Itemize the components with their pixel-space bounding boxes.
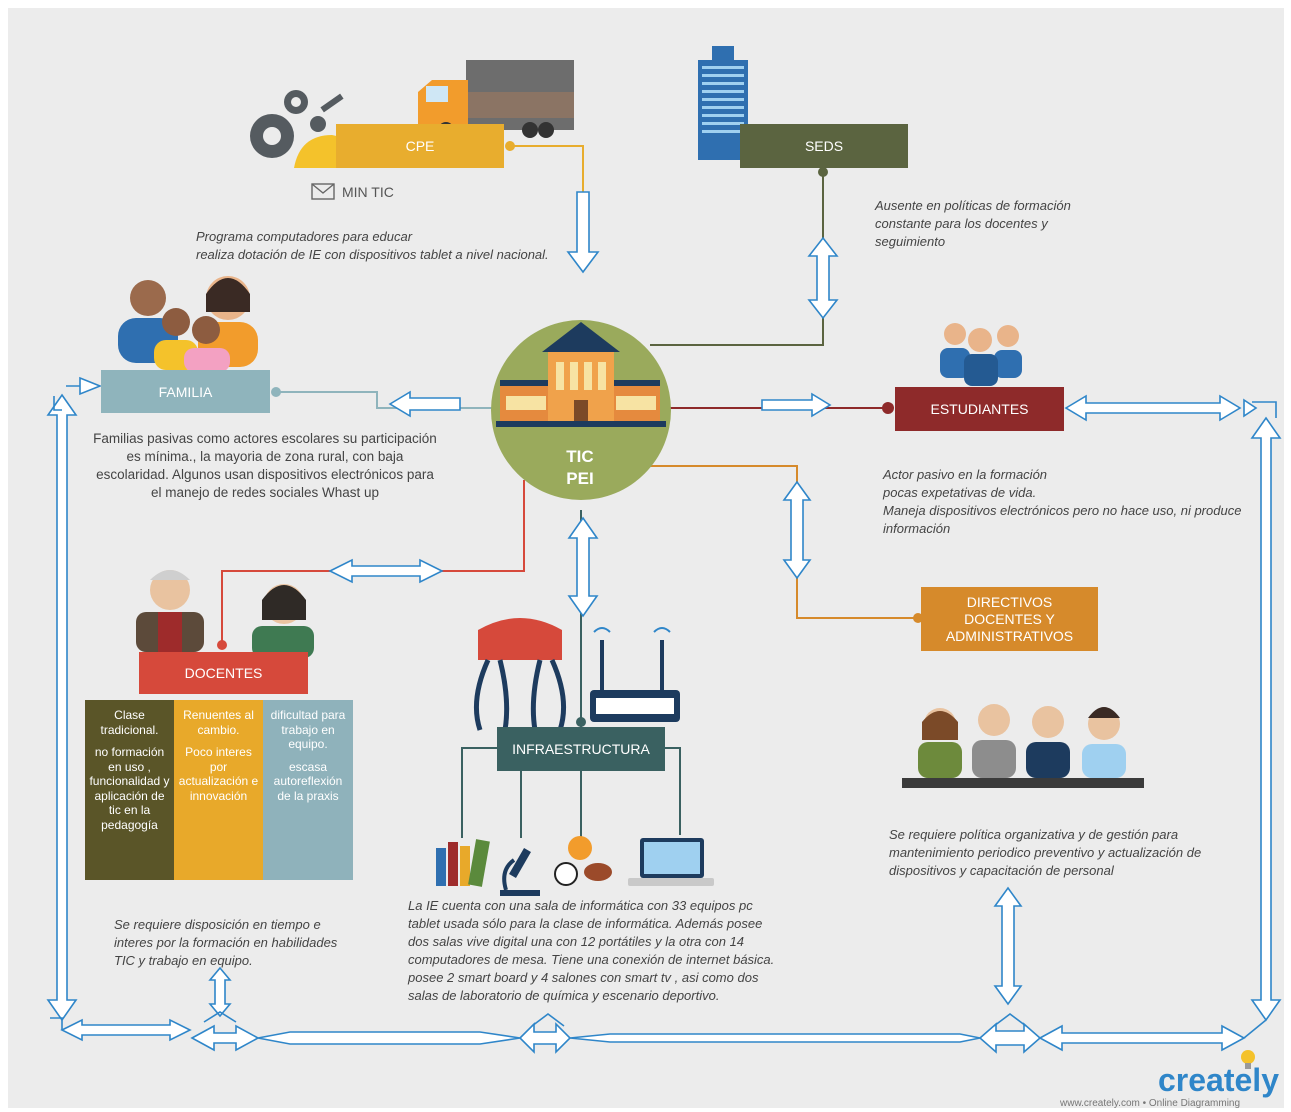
hub (491, 320, 671, 500)
familia-connector (278, 391, 500, 409)
familia-left-arrow (388, 390, 461, 418)
estudiantes-note: Actor pasivo en la formación pocas expet… (883, 467, 1242, 536)
estudiantes-node: ESTUDIANTES (895, 387, 1064, 431)
seds-label: SEDS (804, 138, 844, 154)
infra-double-arrow (567, 516, 599, 618)
left-perimeter-arrow (46, 393, 78, 1022)
estudiantes-outer-arrow (1064, 394, 1242, 422)
infraestructura-label: INFRAESTRUCTURA (512, 741, 650, 757)
seds-connector (650, 172, 824, 346)
infraestructura-node: INFRAESTRUCTURA (497, 727, 665, 771)
directivos-double-arrow (782, 480, 812, 580)
seds-double-arrow (807, 236, 839, 320)
creately-logo[interactable]: creately (1158, 1062, 1279, 1098)
students-icon (940, 323, 1022, 386)
docentes-req-arrow (208, 966, 232, 1018)
familia-note: Familias pasivas como actores escolares … (93, 431, 437, 500)
seds-node: SEDS (740, 124, 908, 168)
hub-label-line2: PEI (566, 469, 594, 488)
directivos-node: DIRECTIVOS DOCENTES Y ADMINISTRATIVOS (921, 587, 1098, 651)
family-icon (118, 276, 258, 372)
truck-icon (418, 60, 574, 138)
sports-balls-icon (554, 836, 612, 886)
diagram-canvas (8, 8, 1284, 1108)
estudiantes-right-arrow (761, 392, 832, 418)
infraestructura-note: La IE cuenta con una sala de informática… (408, 898, 775, 1003)
familia-node: FAMILIA (101, 370, 270, 413)
docentes-label: DOCENTES (184, 665, 263, 681)
chair-icon (473, 618, 567, 731)
docentes-column-1: Clase tradicional. no formación en uso ,… (85, 700, 174, 880)
building-icon (698, 46, 748, 160)
laptop-icon (628, 838, 714, 886)
docentes-node: DOCENTES (139, 652, 308, 694)
docentes-double-arrow (328, 558, 444, 584)
familia-label: FAMILIA (158, 383, 213, 400)
school-icon (496, 322, 666, 427)
creately-footer[interactable]: www.creately.com • Online Diagramming (1060, 1098, 1241, 1109)
cpe-note: Programa computadores para educar realiz… (196, 229, 549, 262)
teachers-icon (136, 570, 314, 658)
directivos-label-1: DIRECTIVOS (966, 593, 1053, 610)
hub-label: TIC PEI (540, 446, 620, 490)
directivos-label-3: ADMINISTRATIVOS (945, 627, 1074, 644)
envelope-icon (311, 183, 335, 200)
cpe-label: CPE (405, 138, 435, 154)
directivos-note: Se requiere política organizativa y de g… (889, 827, 1202, 878)
flow-arrows (46, 191, 1282, 1054)
docentes-column-3: dificultad para trabajo en equipo. escas… (263, 700, 353, 880)
estudiantes-label: ESTUDIANTES (930, 401, 1029, 417)
books-icon (436, 839, 490, 887)
directivos-connector (650, 465, 920, 619)
right-perimeter-arrow (1250, 416, 1282, 1022)
cpe-connector (510, 145, 584, 195)
cpe-node: CPE (336, 124, 504, 168)
docentes-requirement-note: Se requiere disposición en tiempo e inte… (114, 917, 338, 968)
microscope-icon (500, 848, 540, 896)
cpe-down-arrow (566, 191, 600, 274)
hub-label-line1: TIC (566, 447, 594, 466)
directivos-label-2: DOCENTES Y (964, 610, 1055, 627)
seds-note: Ausente en políticas de formación consta… (875, 198, 1071, 249)
min-tic-label: MIN TIC (342, 184, 394, 200)
gears-icon (250, 90, 344, 158)
docentes-connector (221, 480, 525, 645)
connector-dots (217, 141, 923, 727)
staff-icon (902, 704, 1144, 788)
directivos-bottom-arrow (993, 886, 1023, 1006)
docentes-column-2: Renuentes al cambio. Poco interes por ac… (174, 700, 263, 880)
bulb-icon (1241, 1050, 1255, 1069)
router-icon (590, 627, 680, 722)
